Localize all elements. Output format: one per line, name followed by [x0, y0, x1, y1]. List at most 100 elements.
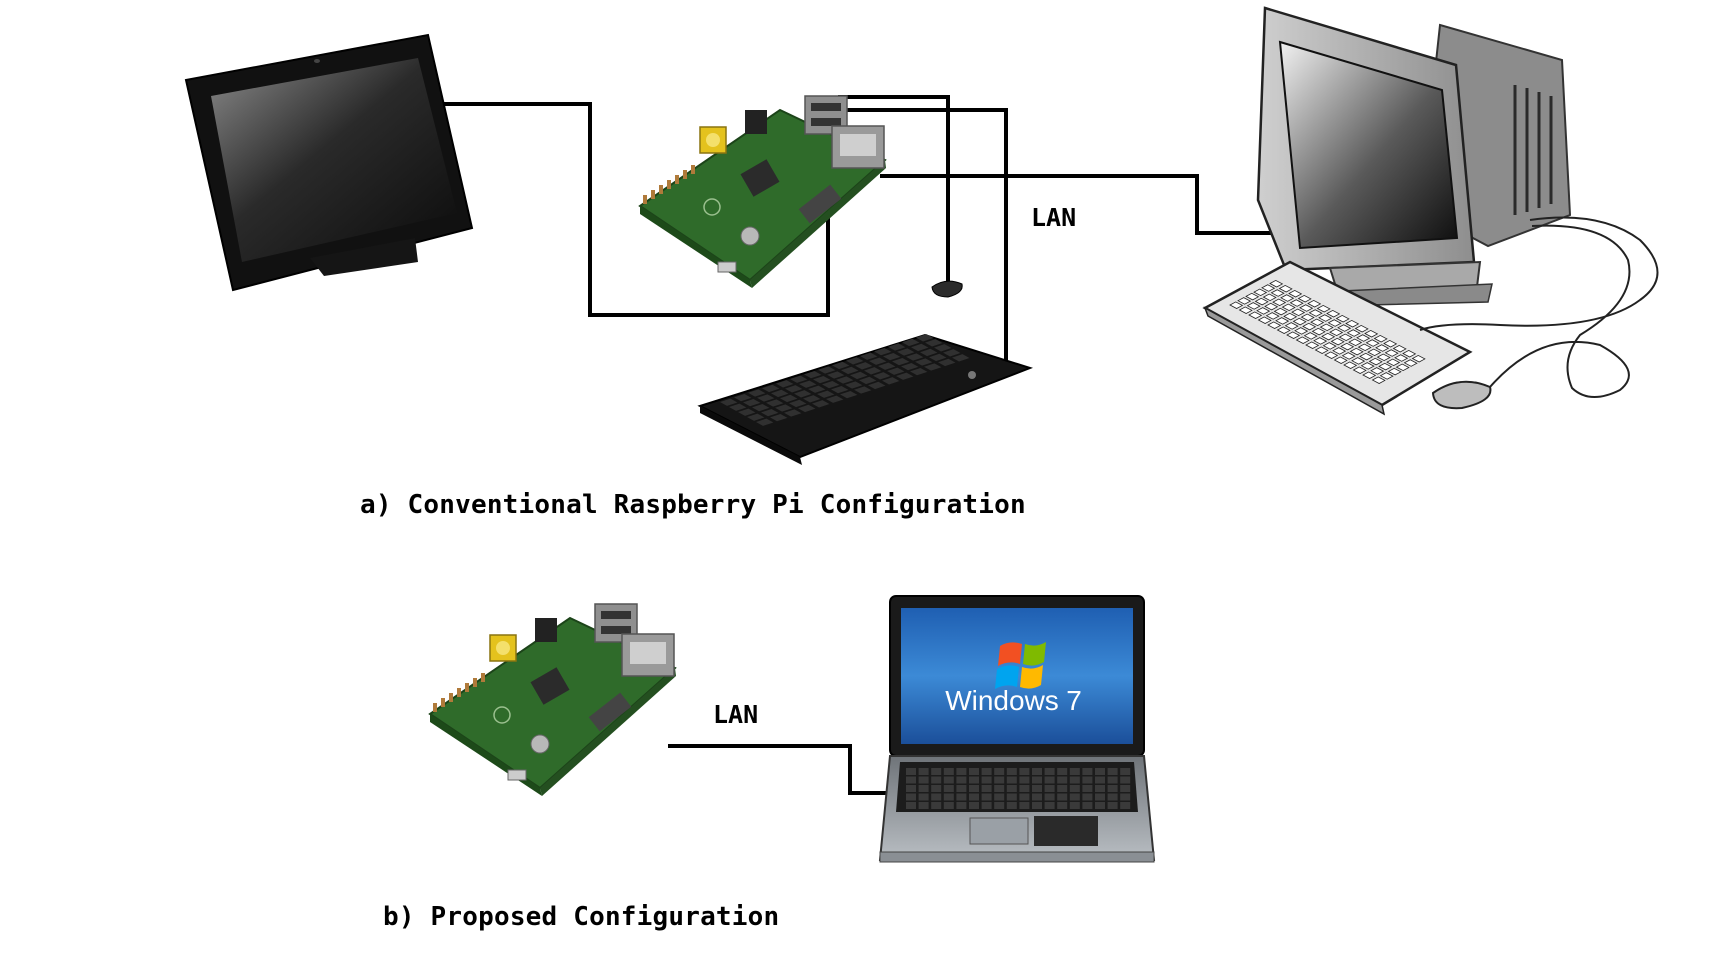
key — [1237, 297, 1252, 305]
key — [918, 785, 929, 792]
key — [785, 385, 803, 393]
key — [1095, 802, 1105, 809]
key — [1314, 346, 1329, 354]
key — [906, 793, 916, 801]
key — [1032, 768, 1042, 775]
key — [1356, 334, 1371, 342]
key — [738, 408, 756, 416]
key — [1307, 299, 1322, 308]
key — [969, 785, 979, 792]
key — [1044, 768, 1055, 775]
key — [757, 394, 775, 402]
key — [918, 768, 929, 775]
key — [799, 380, 817, 388]
key — [981, 785, 992, 792]
key — [969, 768, 979, 775]
key — [1107, 785, 1118, 792]
key — [845, 381, 863, 389]
key — [1402, 349, 1417, 358]
key — [1032, 793, 1042, 801]
key — [1341, 352, 1356, 360]
key — [864, 367, 882, 375]
key — [887, 367, 905, 375]
key — [1326, 309, 1341, 318]
key — [1337, 324, 1352, 332]
key — [1120, 793, 1131, 801]
key — [1395, 363, 1410, 372]
key — [784, 409, 802, 417]
key — [860, 352, 878, 360]
key — [803, 395, 821, 403]
key — [943, 793, 954, 801]
key — [1332, 347, 1347, 355]
key — [906, 776, 916, 784]
laptop-screen-brand: Windows — [945, 685, 1059, 716]
key — [1082, 776, 1093, 784]
key — [1349, 347, 1364, 356]
key — [1272, 298, 1287, 307]
key — [952, 354, 970, 362]
key — [827, 371, 845, 379]
key — [1411, 354, 1426, 363]
key — [1311, 327, 1326, 336]
key — [1384, 349, 1399, 357]
key — [906, 353, 924, 361]
key — [771, 389, 789, 398]
key — [1069, 768, 1080, 775]
tablet-to-pi-wire — [442, 102, 830, 317]
key — [897, 348, 915, 356]
lan-label-b: LAN — [713, 700, 759, 729]
key — [1269, 279, 1284, 288]
key — [1289, 299, 1304, 307]
key — [1006, 785, 1017, 792]
key — [1303, 332, 1318, 340]
key — [1275, 317, 1290, 325]
key — [943, 802, 954, 809]
lan-wire-a — [880, 174, 1325, 235]
wires-a — [442, 95, 1325, 363]
key — [747, 413, 765, 421]
key — [1006, 802, 1017, 809]
key — [969, 793, 979, 801]
key — [1300, 313, 1315, 322]
key — [734, 393, 752, 402]
key — [1044, 785, 1055, 792]
key — [1318, 314, 1333, 322]
key — [1299, 304, 1314, 312]
key — [790, 375, 808, 383]
key — [1319, 323, 1334, 332]
key — [901, 362, 919, 371]
desktop-keyboard-icon — [1202, 260, 1473, 416]
key — [1057, 785, 1068, 792]
key — [1082, 785, 1093, 792]
key — [1322, 342, 1337, 350]
key — [1069, 785, 1080, 792]
key — [943, 776, 954, 784]
key — [1019, 802, 1030, 809]
key — [1370, 367, 1385, 375]
key — [789, 399, 807, 408]
key — [910, 367, 928, 376]
key — [1245, 292, 1260, 301]
key — [969, 802, 979, 809]
key — [1095, 793, 1105, 801]
key — [906, 802, 916, 809]
key — [1257, 316, 1272, 324]
key — [1120, 802, 1131, 809]
key — [804, 370, 822, 379]
key — [918, 776, 929, 784]
key — [1345, 319, 1360, 328]
key — [766, 399, 784, 407]
key — [1373, 334, 1388, 343]
key — [1280, 294, 1295, 302]
key — [956, 776, 967, 784]
key — [1354, 324, 1369, 333]
key — [1316, 304, 1331, 313]
key — [729, 403, 747, 411]
laptop-icon — [878, 595, 1156, 863]
key — [981, 802, 992, 809]
key — [770, 413, 788, 422]
key — [1032, 785, 1042, 792]
key — [854, 386, 872, 394]
key — [916, 334, 934, 342]
